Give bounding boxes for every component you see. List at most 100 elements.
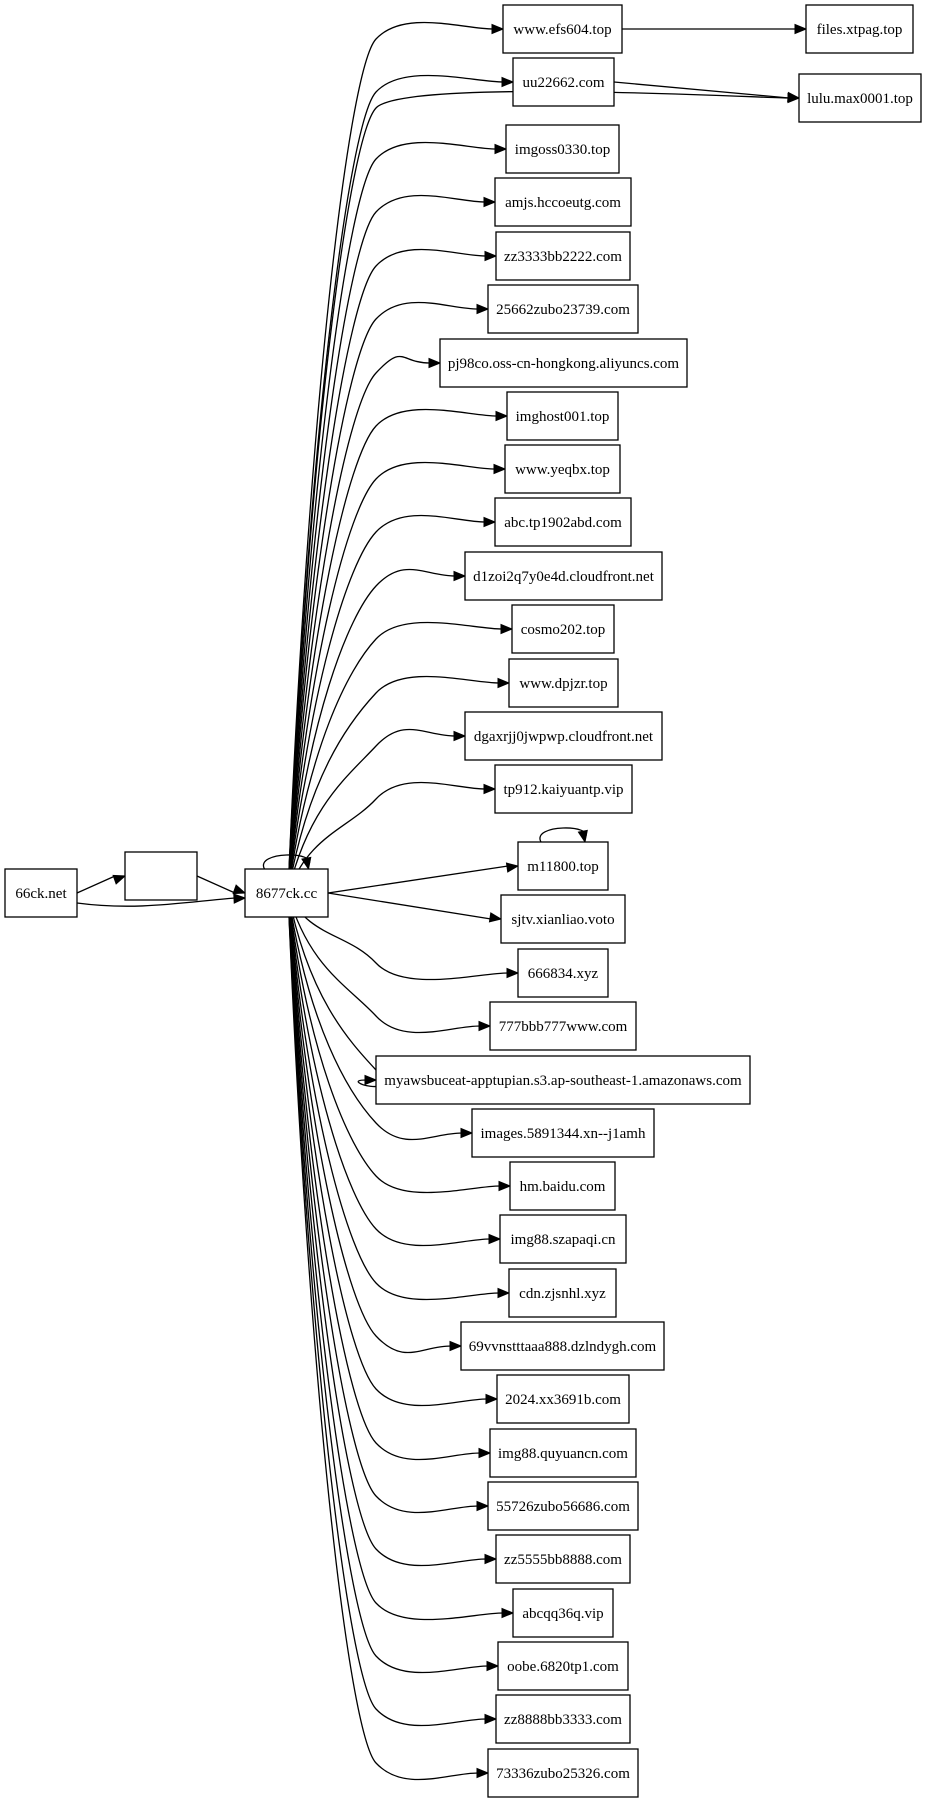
node-imgoss0330-top: imgoss0330.top [505, 124, 620, 174]
node-777bbb777www-com: 777bbb777www.com [489, 1001, 637, 1051]
edge-8677ck-cc-to-cosmo202-top [287, 621, 503, 894]
node-box [464, 711, 663, 761]
node-box [375, 1055, 751, 1105]
node-label: files.xtpag.top [817, 22, 903, 38]
edge-m11800-top-to-m11800-top [539, 827, 587, 843]
node-box [487, 284, 639, 334]
node-box [508, 658, 619, 708]
node-box [517, 841, 609, 891]
node-box [244, 868, 329, 918]
edge-8677ck-cc-to-sjtv-xianliao-voto [327, 892, 492, 920]
node-label: zz5555bb8888.com [504, 1552, 622, 1568]
node-www-efs604-top: www.efs604.top [502, 4, 623, 54]
node-69vvnstttaaa888-dzlndygh-com: 69vvnstttaaa888.dzlndygh.com [460, 1321, 665, 1371]
node-abcqq36q-vip: abcqq36q.vip [512, 1588, 614, 1638]
node-label: 8677ck.cc [256, 886, 318, 902]
node-label: imgoss0330.top [515, 142, 610, 158]
node-label: images.5891344.xn--j1amh [481, 1126, 646, 1142]
edge-8677ck-cc-to-25662zubo23739-com-arrowhead [476, 303, 490, 315]
node-label: 66ck.net [15, 886, 67, 902]
edge-8677ck-cc-to-hm-baidu-com [287, 892, 501, 1194]
edge-8677ck-cc-to-777bbb777www-com [287, 892, 481, 1034]
edge-8677ck-cc-to-hm-baidu-com-arrowhead [498, 1180, 512, 1192]
edge-8677ck-cc-to-amjs-hccoeutg-com-arrowhead [483, 196, 497, 208]
node-label: 73336zubo25326.com [496, 1766, 630, 1782]
node-blank [124, 851, 198, 901]
node-label: cdn.zjsnhl.xyz [519, 1286, 606, 1302]
edge-uu22662-com-to-lulu-max0001-top [613, 81, 790, 99]
node-hm-baidu-com: hm.baidu.com [509, 1161, 616, 1211]
node-label: uu22662.com [522, 75, 604, 91]
edge-8677ck-cc-to-cdn-zjsnhl-xyz [287, 892, 500, 1301]
node-zz3333bb2222-com: zz3333bb2222.com [495, 231, 631, 281]
node-box [512, 57, 615, 107]
node-box [509, 1161, 616, 1211]
edge-66ck-net-to-8677ck-cc-arrowhead [233, 893, 247, 904]
node-uu22662-com: uu22662.com [512, 57, 615, 107]
edge-8677ck-cc-to-www-efs604-top [287, 21, 494, 894]
edge-8677ck-cc-to-666834-xyz-arrowhead [506, 967, 520, 979]
node-cosmo202-top: cosmo202.top [511, 604, 615, 654]
node-label: cosmo202.top [521, 622, 606, 638]
node-m11800-top: m11800.top [517, 841, 609, 891]
node-25662zubo23739-com: 25662zubo23739.com [487, 284, 639, 334]
edge-8677ck-cc-to-lulu-max0001-top-arrowhead [787, 92, 801, 104]
edge-8677ck-cc-to-zz8888bb3333-com-arrowhead [484, 1713, 498, 1725]
node-box [439, 338, 688, 388]
edge-8677ck-cc-to-dgaxrjj0jwpwp-cloudfront-net-arrowhead [453, 730, 467, 742]
node-label: m11800.top [527, 859, 599, 875]
edge-8677ck-cc-to-www-efs604-top-arrowhead [491, 23, 505, 35]
node-amjs-hccoeutg-com: amjs.hccoeutg.com [494, 177, 632, 227]
edge-8677ck-cc-to-tp912-kaiyuantp-vip [287, 781, 486, 894]
nodes-layer: 66ck.net 8677ck.cc www.efs604.top files.xtp… [4, 4, 922, 1798]
edge-8677ck-cc-to-img88-quyuancn-com-arrowhead [478, 1447, 492, 1459]
edge-8677ck-cc-to-2024-xx3691b-com [287, 892, 488, 1407]
node-box [4, 868, 78, 918]
node-label: 25662zubo23739.com [496, 302, 630, 318]
edge-www-efs604-top-to-files-xtpag-top-arrowhead [794, 23, 808, 35]
node-box [494, 177, 632, 227]
edge-8677ck-cc-to-55726zubo56686-com [287, 892, 479, 1514]
edge-8677ck-cc-to-img88-szapaqi-cn [287, 892, 491, 1247]
node-box [495, 1694, 631, 1744]
edge-8677ck-cc-to-www-dpjzr-top [287, 675, 500, 894]
node-2024-xx3691b-com: 2024.xx3691b.com [496, 1374, 630, 1424]
node-box [508, 1268, 617, 1318]
node-label: myawsbuceat-apptupian.s3.ap-southeast-1.… [384, 1073, 742, 1089]
node-label: abcqq36q.vip [522, 1606, 603, 1622]
node-666834-xyz: 666834.xyz [517, 948, 609, 998]
node-box [511, 604, 615, 654]
edge-8677ck-cc-to-777bbb777www-com-arrowhead [478, 1020, 492, 1032]
edge-8677ck-cc-to-d1zoi2q7y0e4d-cloudfront-net-arrowhead [453, 570, 467, 582]
node-label: d1zoi2q7y0e4d.cloudfront.net [473, 569, 655, 585]
edge-8677ck-cc-to-2024-xx3691b-com-arrowhead [485, 1393, 499, 1405]
node-box [489, 1001, 637, 1051]
node-label: abc.tp1902abd.com [504, 515, 622, 531]
node-lulu-max0001-top: lulu.max0001.top [798, 73, 922, 123]
edge-8677ck-cc-to-uu22662-com-arrowhead [501, 76, 515, 88]
node-img88-quyuancn-com: img88.quyuancn.com [489, 1428, 637, 1478]
node-box [460, 1321, 665, 1371]
node-label: imghost001.top [516, 409, 610, 425]
edge-8677ck-cc-to-zz3333bb2222-com-arrowhead [484, 250, 498, 262]
node-box [496, 1374, 630, 1424]
node-box [798, 73, 922, 123]
node-imghost001-top: imghost001.top [506, 391, 619, 441]
edge-66ck-net-to-blank [76, 875, 116, 894]
node-zz5555bb8888-com: zz5555bb8888.com [495, 1534, 631, 1584]
node-box [506, 391, 619, 441]
edge-8677ck-cc-to-www-yeqbx-top-arrowhead [493, 463, 507, 475]
node-www-yeqbx-top: www.yeqbx.top [504, 444, 621, 494]
node-oobe-6820tp1-com: oobe.6820tp1.com [497, 1641, 629, 1691]
node-www-dpjzr-top: www.dpjzr.top [508, 658, 619, 708]
edge-8677ck-cc-to-666834-xyz [287, 892, 509, 981]
edge-8677ck-cc-to-tp912-kaiyuantp-vip-arrowhead [483, 783, 497, 795]
edge-8677ck-cc-to-cosmo202-top-arrowhead [500, 623, 514, 635]
node-box [499, 1214, 627, 1264]
edge-8677ck-cc-to-img88-szapaqi-cn-arrowhead [488, 1233, 502, 1245]
edge-8677ck-cc-to-zz3333bb2222-com [287, 248, 487, 894]
edge-8677ck-cc-to-lulu-max0001-top [287, 90, 790, 894]
node-box [504, 444, 621, 494]
node-label: oobe.6820tp1.com [507, 1659, 619, 1675]
edge-blank-to-8677ck-cc [196, 875, 236, 894]
